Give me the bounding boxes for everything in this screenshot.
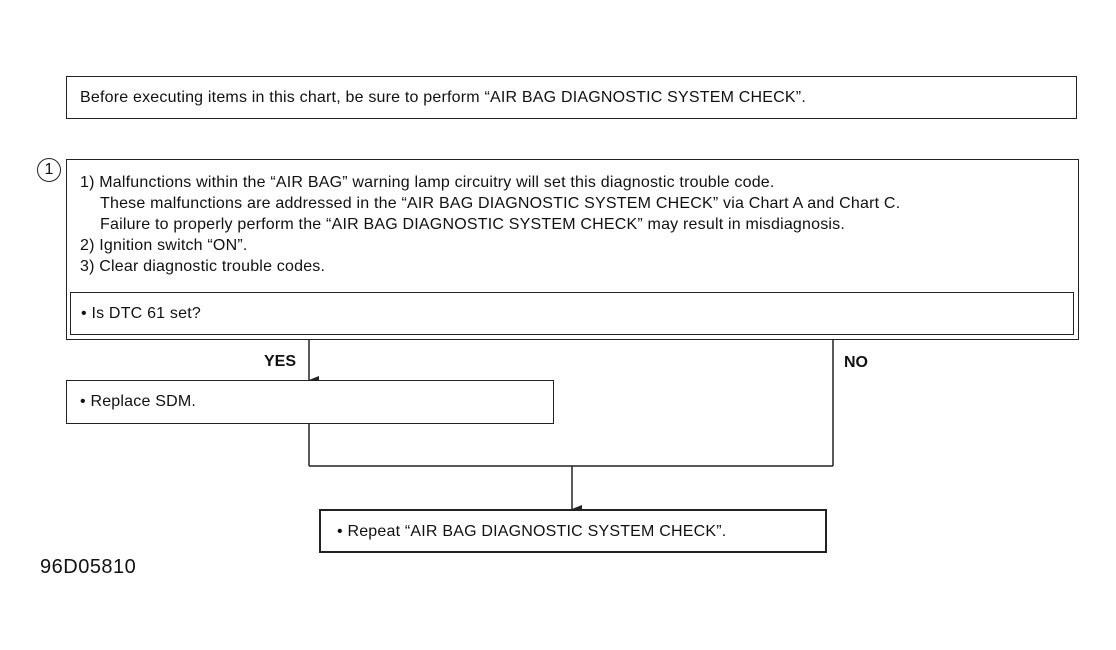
- replace-sdm-box: • Replace SDM.: [66, 380, 554, 424]
- step-1-box: 1) Malfunctions within the “AIR BAG” war…: [66, 159, 1079, 340]
- instruction-line: 1) Malfunctions within the “AIR BAG” war…: [80, 174, 775, 191]
- precheck-note-box: Before executing items in this chart, be…: [66, 76, 1077, 119]
- replace-sdm-text: • Replace SDM.: [80, 393, 196, 410]
- no-branch-label: NO: [844, 354, 868, 371]
- instruction-line: These malfunctions are addressed in the …: [100, 195, 901, 212]
- instruction-line: 3) Clear diagnostic trouble codes.: [80, 258, 326, 275]
- repeat-check-box: • Repeat “AIR BAG DIAGNOSTIC SYSTEM CHEC…: [319, 509, 827, 553]
- instruction-line: Failure to properly perform the “AIR BAG…: [100, 216, 846, 233]
- repeat-check-text: • Repeat “AIR BAG DIAGNOSTIC SYSTEM CHEC…: [337, 523, 727, 540]
- instruction-line: 2) Ignition switch “ON”.: [80, 237, 248, 254]
- decision-question-box: • Is DTC 61 set?: [70, 292, 1074, 335]
- decision-question-text: • Is DTC 61 set?: [81, 305, 201, 322]
- precheck-note-text: Before executing items in this chart, be…: [80, 89, 806, 106]
- step-number-badge: 1: [37, 158, 61, 182]
- step-1-instructions: 1) Malfunctions within the “AIR BAG” war…: [80, 172, 900, 277]
- figure-id-label: 96D05810: [40, 556, 137, 578]
- yes-branch-label: YES: [264, 353, 297, 370]
